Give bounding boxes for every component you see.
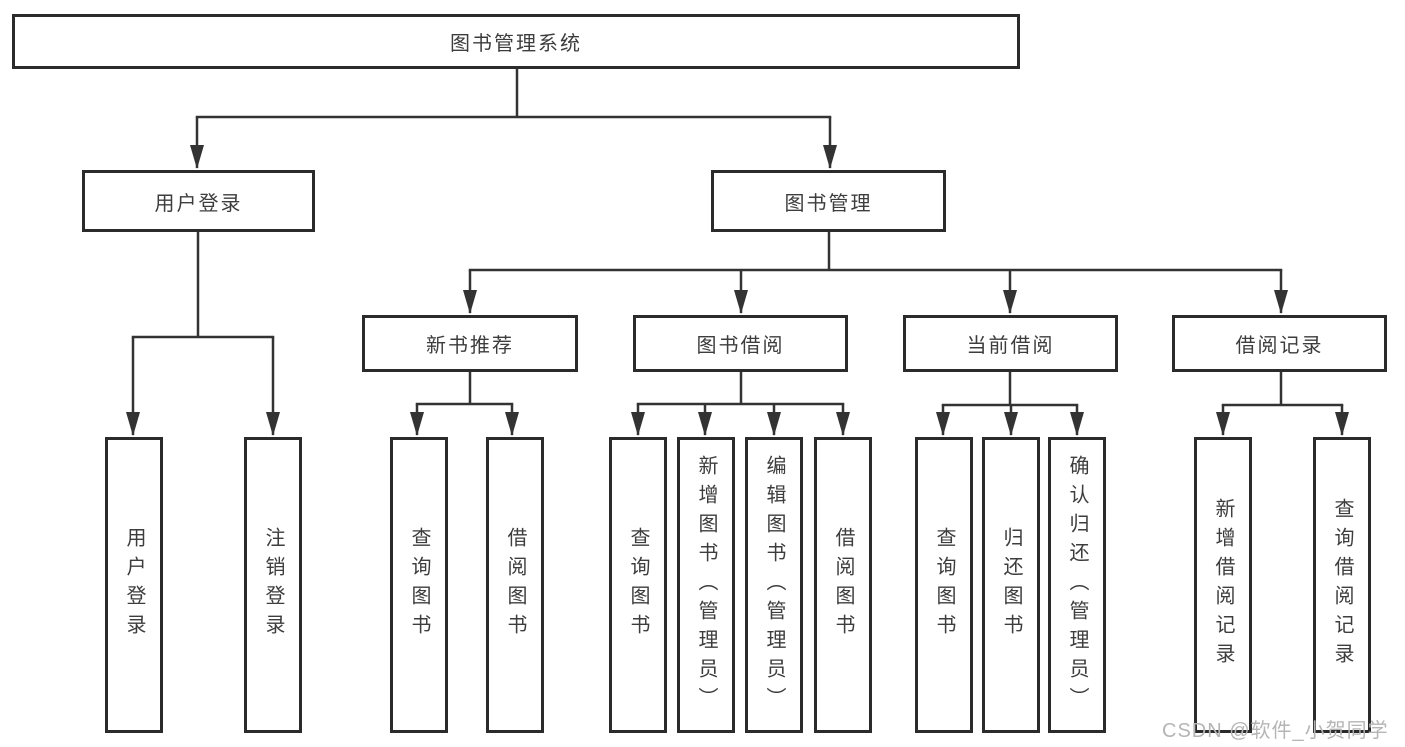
node-leaf-edit-books-admin: 编辑图书（管理员） bbox=[745, 437, 803, 733]
node-leaf-add-borrow-record: 新增借阅记录 bbox=[1194, 437, 1252, 733]
node-leaf-query-books-borrow: 查询图书 bbox=[609, 437, 667, 733]
connector-book-mgmt-to-level3 bbox=[463, 232, 1288, 314]
node-leaf-borrow-books: 借阅图书 bbox=[814, 437, 872, 733]
node-leaf-query-borrow-record-label: 查询借阅记录 bbox=[1331, 498, 1353, 672]
connector-book-borrow-branch bbox=[631, 372, 850, 436]
node-leaf-logout: 注销登录 bbox=[244, 437, 302, 733]
node-leaf-add-borrow-record-label: 新增借阅记录 bbox=[1212, 498, 1234, 672]
node-leaf-confirm-return-admin: 确认归还（管理员） bbox=[1048, 437, 1106, 733]
connector-borrow-records-branch bbox=[1216, 372, 1349, 436]
node-book-borrowing: 图书借阅 bbox=[633, 315, 848, 372]
node-borrowing-records-label: 借阅记录 bbox=[1235, 335, 1324, 357]
node-leaf-return-books: 归还图书 bbox=[982, 437, 1040, 733]
node-leaf-borrow-books-recommend-label: 借阅图书 bbox=[504, 527, 526, 643]
node-book-borrowing-label: 图书借阅 bbox=[696, 335, 785, 357]
node-leaf-query-books-current: 查询图书 bbox=[915, 437, 973, 733]
node-leaf-borrow-books-label: 借阅图书 bbox=[832, 527, 854, 643]
node-new-book-recommendation: 新书推荐 bbox=[362, 315, 578, 372]
node-leaf-borrow-books-recommend: 借阅图书 bbox=[486, 437, 544, 733]
node-leaf-query-borrow-record: 查询借阅记录 bbox=[1313, 437, 1371, 733]
connector-current-borrow-branch bbox=[936, 372, 1084, 436]
node-book-management-branch: 图书管理 bbox=[711, 170, 946, 232]
node-leaf-logout-label: 注销登录 bbox=[262, 527, 284, 643]
node-leaf-add-books-admin: 新增图书（管理员） bbox=[677, 437, 735, 733]
node-current-borrowing: 当前借阅 bbox=[903, 315, 1118, 372]
node-leaf-query-books-recommend-label: 查询图书 bbox=[408, 527, 430, 643]
node-book-management-branch-label: 图书管理 bbox=[784, 192, 873, 215]
node-leaf-query-books-borrow-label: 查询图书 bbox=[627, 527, 649, 643]
node-borrowing-records: 借阅记录 bbox=[1172, 315, 1387, 372]
node-leaf-user-login: 用户登录 bbox=[105, 437, 163, 733]
node-leaf-add-books-admin-label: 新增图书（管理员） bbox=[695, 454, 717, 716]
node-library-management-system: 图书管理系统 bbox=[12, 14, 1020, 69]
node-leaf-query-books-recommend: 查询图书 bbox=[390, 437, 448, 733]
node-new-book-recommendation-label: 新书推荐 bbox=[426, 335, 514, 357]
connector-user-login-branch bbox=[126, 232, 280, 436]
node-leaf-user-login-label: 用户登录 bbox=[123, 527, 145, 643]
connector-root-to-level2 bbox=[190, 69, 837, 169]
node-leaf-edit-books-admin-label: 编辑图书（管理员） bbox=[763, 454, 785, 716]
node-current-borrowing-label: 当前借阅 bbox=[966, 335, 1055, 357]
node-library-management-system-label: 图书管理系统 bbox=[450, 33, 582, 55]
csdn-watermark: CSDN @软件_小贺同学 bbox=[1162, 720, 1389, 742]
connector-new-books-branch bbox=[410, 372, 519, 436]
node-user-login-branch: 用户登录 bbox=[82, 170, 315, 232]
node-leaf-return-books-label: 归还图书 bbox=[1000, 527, 1022, 643]
node-user-login-branch-label: 用户登录 bbox=[154, 192, 243, 215]
node-leaf-query-books-current-label: 查询图书 bbox=[933, 527, 955, 643]
node-leaf-confirm-return-admin-label: 确认归还（管理员） bbox=[1066, 454, 1088, 716]
